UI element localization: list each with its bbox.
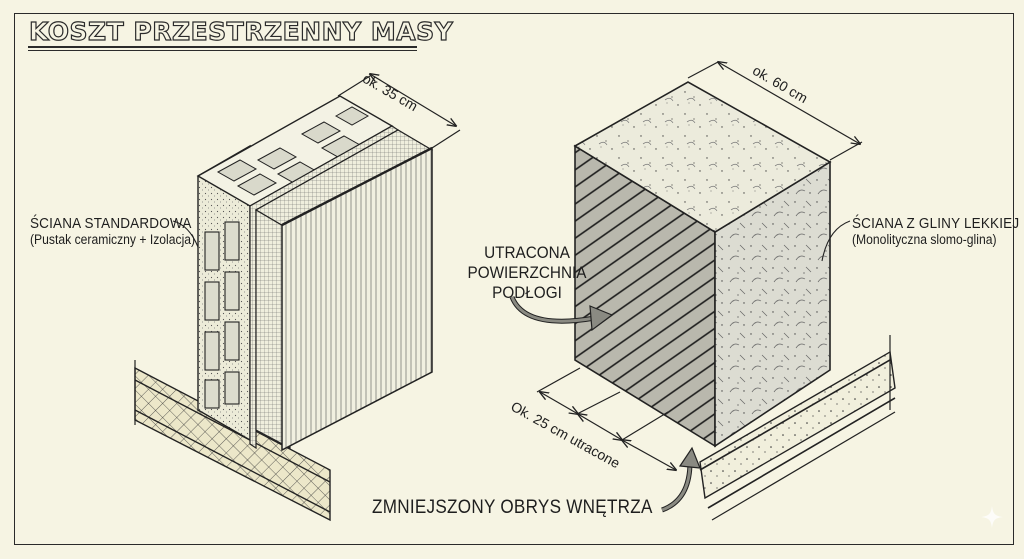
lost-floor-arrow-icon bbox=[509, 295, 614, 332]
lost-floor-line1: UTRACONA bbox=[484, 243, 570, 262]
clay-wall-subtitle: (Monolityczna slomo-glina) bbox=[852, 232, 997, 247]
standard-wall-title: ŚCIANA STANDARDOWA bbox=[30, 215, 192, 232]
clay-wall-title: ŚCIANA Z GLINY LEKKIEJ bbox=[852, 215, 1020, 232]
left-floor-slab bbox=[134, 360, 331, 522]
lost-floor-label: UTRACONA POWIERZCHNIA PODŁOGI bbox=[460, 243, 595, 303]
lost-floor-line3: PODŁOGI bbox=[492, 283, 562, 302]
standard-wall-subtitle: (Pustak ceramiczny + Izolacja) bbox=[30, 232, 196, 247]
lost-floor-line2: POWIERZCHNIA bbox=[467, 263, 587, 282]
reduced-footprint-caption: ZMNIEJSZONY OBRYS WNĘTRZA bbox=[372, 497, 653, 518]
drawing-frame bbox=[14, 13, 1014, 545]
right-floor-slab bbox=[699, 335, 896, 521]
diagram-title: KOSZT PRZESTRZENNY MASY bbox=[28, 16, 454, 46]
dimension-35cm bbox=[337, 74, 461, 149]
standard-wall-drawing bbox=[196, 95, 434, 452]
standard-wall-label: ŚCIANA STANDARDOWA (Pustak ceramiczny + … bbox=[30, 215, 213, 247]
left-callout-leader bbox=[172, 220, 199, 248]
dimension-60cm bbox=[687, 62, 862, 161]
title-underline-secondary bbox=[28, 50, 417, 51]
sparkle-icon bbox=[981, 506, 1003, 528]
dimension-25cm bbox=[536, 367, 676, 470]
clay-wall-drawing bbox=[573, 81, 832, 448]
title-underline bbox=[28, 46, 417, 48]
reduced-footprint-arrow-icon bbox=[661, 446, 701, 513]
clay-wall-label: ŚCIANA Z GLINY LEKKIEJ (Monolityczna slo… bbox=[852, 215, 1024, 247]
right-callout-leader bbox=[821, 220, 851, 262]
